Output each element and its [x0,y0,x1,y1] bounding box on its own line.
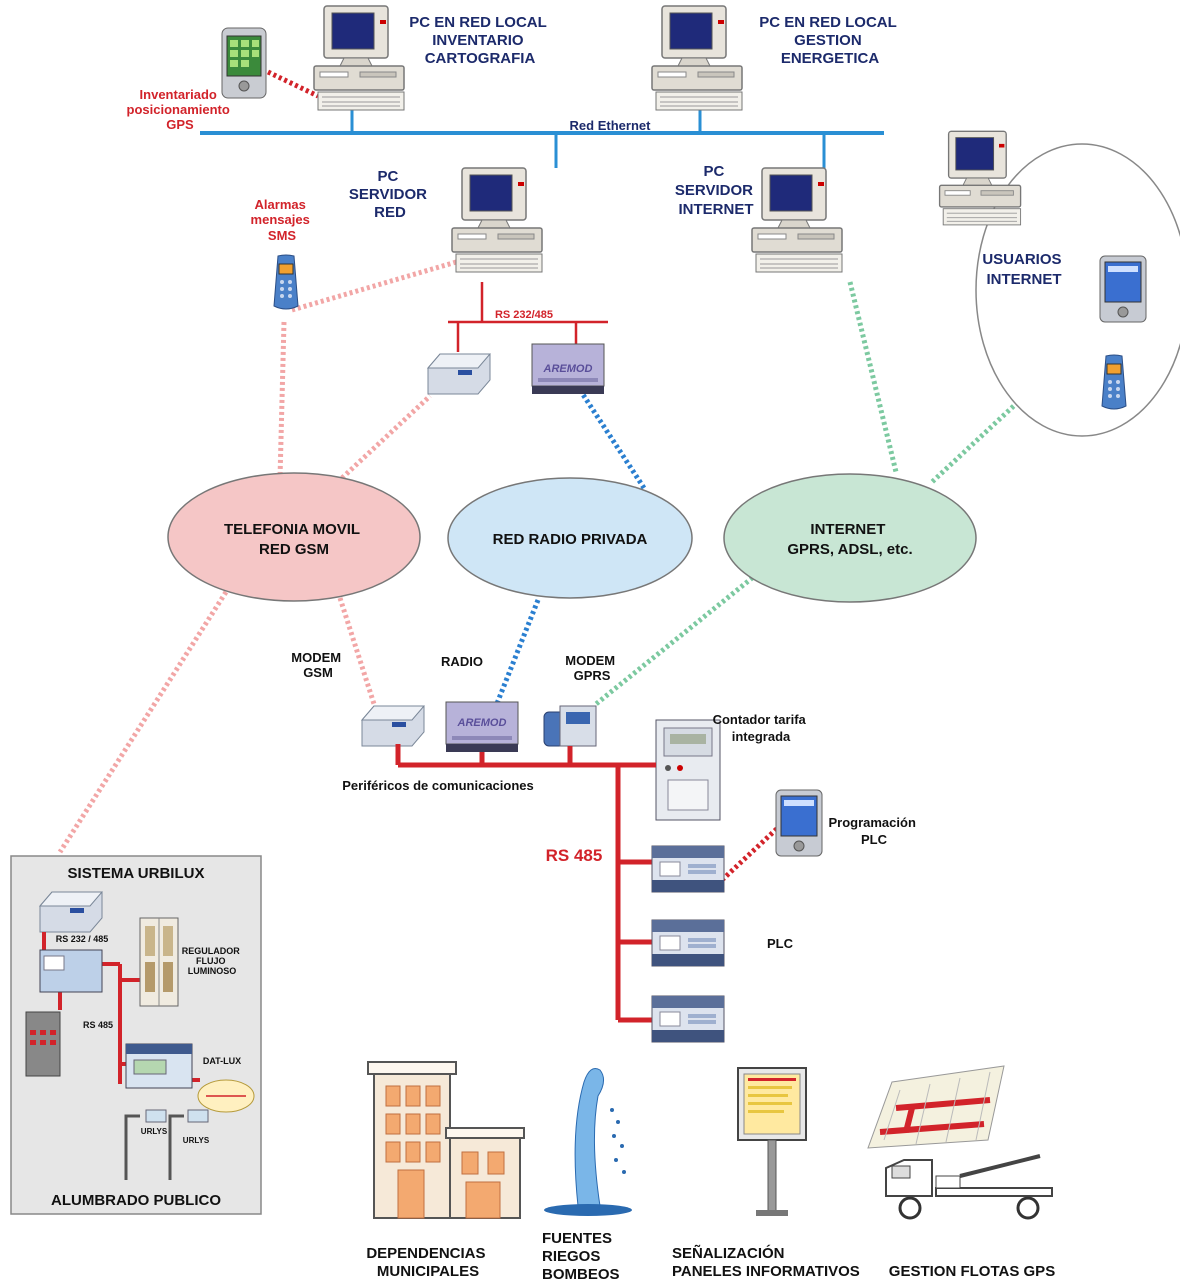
datlux-icon [125,1043,193,1089]
usuarios-phone-icon [1101,354,1127,410]
urlys-lamp-icon [124,1114,184,1180]
modem-gprs-icon [543,705,597,747]
cloud-gsm [167,472,421,602]
alarmas-sms-label: Alarmas mensajes SMS [251,197,314,243]
truck-icon [885,1154,1053,1220]
contador-label: Contador tarifa integrada [713,712,810,744]
rs485-label: RS 485 [546,846,603,865]
gps-inventory-label: Inventariado posicionamiento GPS [127,87,234,132]
link-gps-pda [266,69,320,99]
plc-label: PLC [767,936,794,951]
regulador-cabinet-icon [139,917,179,1007]
fuentes-label: FUENTES RIEGOS BOMBEOS [542,1230,620,1280]
modem-gsm-label: MODEM GSM [291,650,344,680]
senalizacion-label: SEÑALIZACIÓN PANELES INFORMATIVOS [672,1244,860,1280]
pc-servidor-red-icon [451,167,543,273]
flotas-label: GESTION FLOTAS GPS [889,1263,1055,1280]
modem-gprs-label: MODEM GPRS [565,653,618,683]
dependencias-label: DEPENDENCIAS MUNICIPALES [366,1245,489,1280]
red-ethernet-label: Red Ethernet [570,118,652,133]
pc-gestion-label: PC EN RED LOCAL GESTION ENERGETICA [759,14,900,67]
programacion-pda-icon [775,789,823,857]
fountain-icon [544,1068,632,1216]
usuarios-internet-label: USUARIOS INTERNET [982,251,1065,288]
svg-text:AREMOD: AREMOD [457,717,507,729]
urbilux-title: SISTEMA URBILUX [68,865,205,882]
link-gsm-modem-gsm [337,597,377,705]
link-server-internet [847,281,899,473]
pc-gestion-icon [651,5,743,111]
link-gsm-urbilux [57,590,229,854]
programacion-label: Programación PLC [828,815,919,847]
link-gsm-modem-top [340,394,432,480]
urbilux-rs232-label: RS 232 / 485 [56,934,109,944]
link-usuarios-internet [930,400,1020,484]
usuarios-pc-icon [938,130,1022,226]
link-plc-programacion [720,820,786,882]
urlys-label-1: URLYS [141,1127,168,1136]
fleet-map-icon [867,1065,1005,1149]
urbilux-footer: ALUMBRADO PUBLICO [51,1192,221,1209]
modem-radio-top-icon: AREMOD [531,343,605,395]
link-phone-gsm [277,321,287,479]
link-radio-modem-radio [493,599,541,707]
cloud-internet-label: INTERNET GPRS, ADSL, etc. [787,521,912,558]
plc-2-icon [651,919,725,967]
info-panel-icon [737,1067,807,1216]
contador-icon [655,719,721,821]
sms-phone-icon [273,254,299,310]
svg-text:AREMOD: AREMOD [543,363,593,375]
cloud-gsm-label: TELEFONIA MOVIL RED GSM [224,521,364,558]
radio-label: RADIO [441,654,483,669]
perifericos-label: Periféricos de comunicaciones [342,778,533,793]
link-sms-phone [291,255,471,313]
pc-inventario-label: PC EN RED LOCAL INVENTARIO CARTOGRAFIA [409,14,550,67]
usuarios-internet-ellipse [975,143,1180,437]
modem-radio-icon: AREMOD [445,701,519,753]
modem-gsm-icon [361,705,425,747]
datlux-label: DAT-LUX [203,1056,241,1066]
modem-gsm-top-icon [427,353,491,395]
urlys-label-2: URLYS [183,1136,210,1145]
municipal-building-icon [367,1061,525,1219]
urbilux-plc-icon [39,949,103,993]
rs232-label: RS 232/485 [495,309,553,321]
pc-servidor-internet-icon [751,167,843,273]
link-radio-modem-top [577,388,647,490]
pc-inventario-icon [313,5,405,111]
cloud-internet [723,473,977,603]
cloud-radio [447,477,693,599]
plc-1-icon [651,845,725,893]
urbilux-modem-icon [39,891,103,933]
pc-servidor-internet-label: PC SERVIDOR INTERNET [675,163,757,218]
gps-pda-icon [221,27,267,99]
urbilux-panel: SISTEMA URBILUX RS 232 / 485 RS 485 REGU… [10,855,262,1215]
urbilux-rs485-label: RS 485 [83,1020,113,1030]
pc-servidor-red-label: PC SERVIDOR RED [349,168,431,221]
plc-3-icon [651,995,725,1043]
regulador-label: REGULADOR FLUJO LUMINOSO [182,946,243,976]
usuarios-pda-icon [1099,255,1147,323]
cloud-radio-label: RED RADIO PRIVADA [493,531,648,548]
